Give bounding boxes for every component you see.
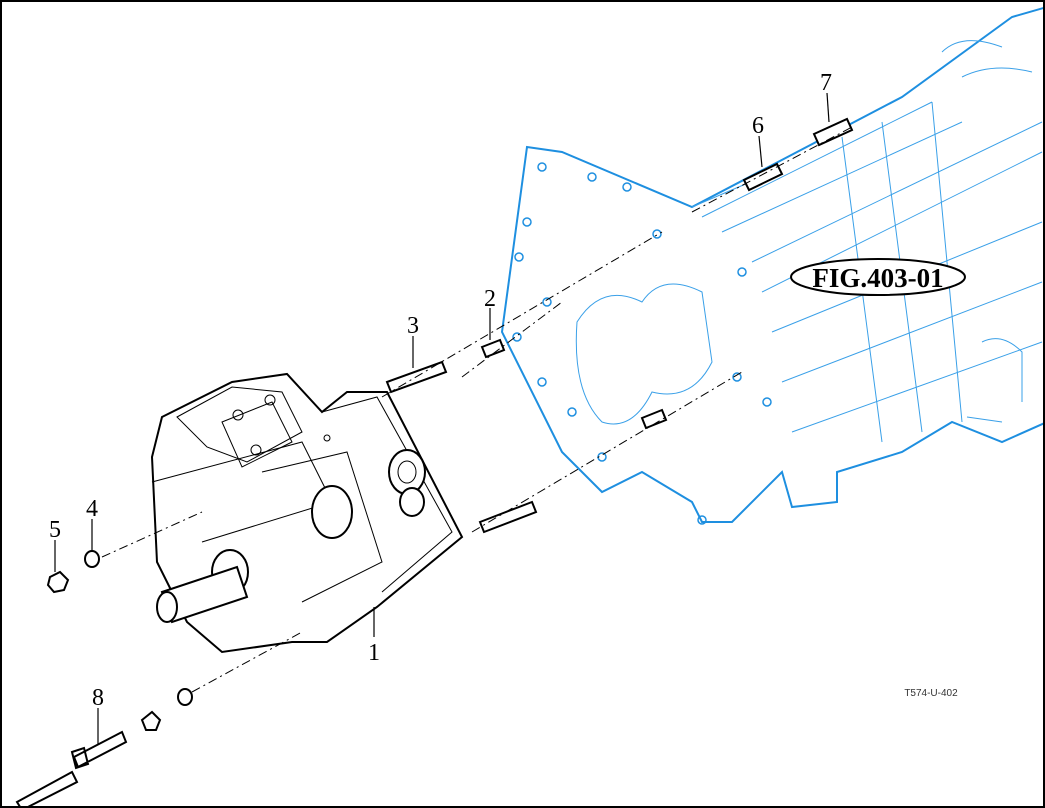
callout-1: 1 xyxy=(368,640,380,666)
washer xyxy=(177,688,193,706)
figure-label: FIG.403-01 xyxy=(790,258,966,296)
callout-5: 5 xyxy=(49,517,61,543)
callout-8: 8 xyxy=(92,685,104,711)
bolt-6 xyxy=(742,162,784,192)
callout-7: 7 xyxy=(820,70,832,96)
bolt xyxy=(15,770,79,806)
dowel-pin xyxy=(640,408,668,430)
callout-2: 2 xyxy=(484,286,496,312)
figure-title: FIG.403-01 xyxy=(812,263,943,293)
callout-4: 4 xyxy=(86,496,98,522)
dowel-pin-2 xyxy=(480,338,506,359)
callout-leaders xyxy=(54,92,830,744)
callout-3: 3 xyxy=(407,313,419,339)
fasteners xyxy=(15,117,854,806)
transmission-housing xyxy=(500,7,1043,525)
stud-bolt xyxy=(478,500,538,534)
bolt-7 xyxy=(812,117,854,147)
bolt-8 xyxy=(70,730,128,770)
washer-4 xyxy=(84,550,100,568)
callout-6: 6 xyxy=(752,113,764,139)
alignment-lines xyxy=(101,126,853,693)
nut xyxy=(140,710,162,731)
hydraulic-pump xyxy=(150,372,464,654)
nut-5 xyxy=(46,570,70,594)
drawing-code: T574-U-402 xyxy=(904,688,958,699)
